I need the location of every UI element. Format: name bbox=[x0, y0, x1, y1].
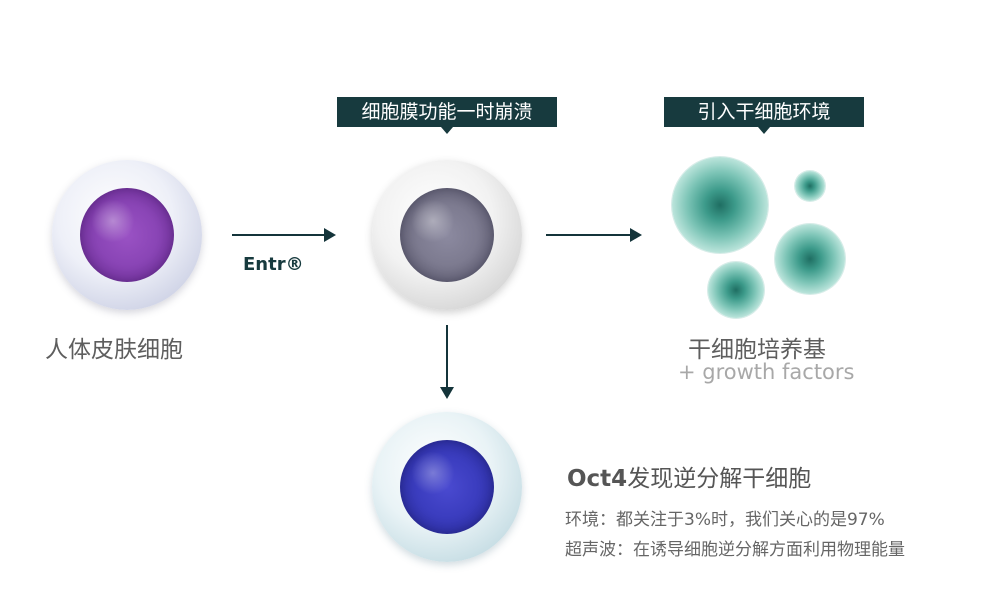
membrane-collapse-tag: 细胞膜功能一时崩溃 bbox=[337, 97, 557, 134]
culture-cell-small bbox=[795, 171, 825, 201]
membrane-collapsed-cell bbox=[372, 160, 522, 310]
culture-cell-bottom bbox=[708, 262, 764, 318]
culture-medium-label: 干细胞培养基 bbox=[688, 337, 826, 363]
culture-cell-medium bbox=[775, 224, 845, 294]
arrow-right-1 bbox=[232, 228, 336, 242]
stem-cell-environment-tag: 引入干细胞环境 bbox=[664, 97, 864, 134]
result-title-rest: 发现逆分解干细胞 bbox=[627, 466, 812, 492]
stem-cell-nucleus bbox=[400, 440, 494, 534]
skin-cell-label: 人体皮肤细胞 bbox=[45, 337, 183, 363]
result-description-line-1: 环境：都关注于3%时，我们关心的是97% bbox=[565, 510, 885, 530]
arrow-right-2 bbox=[546, 228, 642, 242]
result-title: Oct4发现逆分解干细胞 bbox=[567, 459, 811, 493]
result-title-prefix: Oct4 bbox=[567, 466, 628, 492]
culture-cell-large bbox=[672, 157, 768, 253]
collapsed-cell-nucleus bbox=[400, 188, 494, 282]
arrow-down bbox=[440, 325, 454, 399]
treatment-label: Entr® bbox=[243, 254, 304, 275]
induced-stem-cell bbox=[372, 412, 522, 562]
result-description-line-2: 超声波：在诱导细胞逆分解方面利用物理能量 bbox=[565, 540, 905, 560]
growth-factors-label: + growth factors bbox=[678, 360, 855, 384]
skin-cell bbox=[52, 160, 202, 310]
skin-cell-nucleus bbox=[80, 188, 174, 282]
